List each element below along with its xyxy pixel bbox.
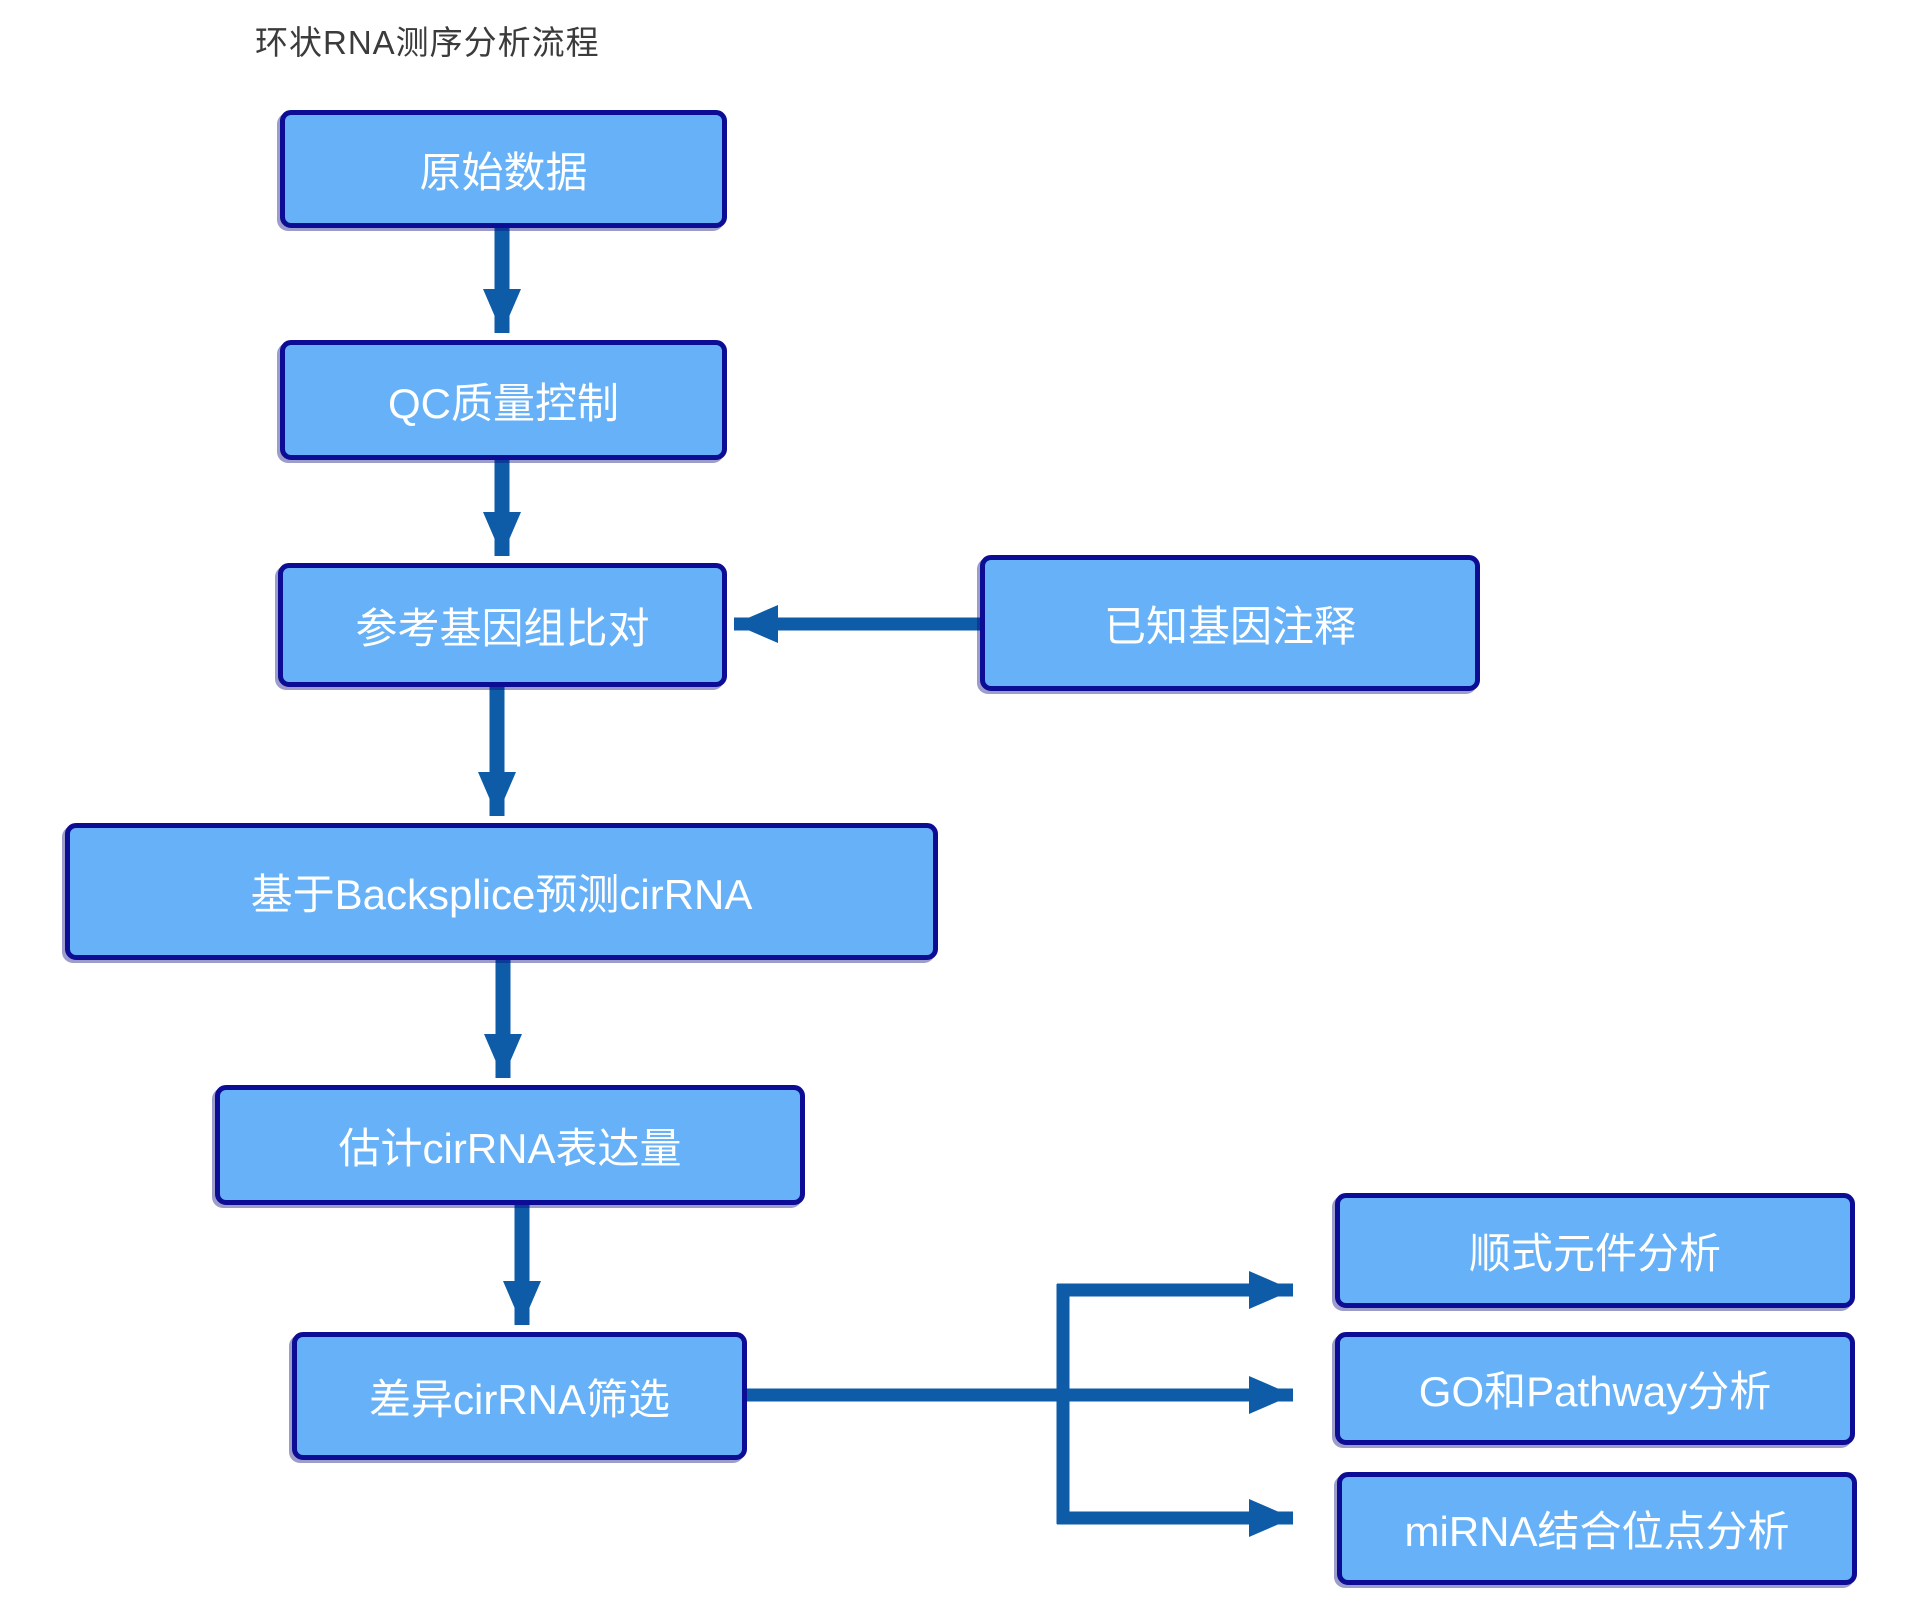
node-mirna-binding-site-analysis: miRNA结合位点分析 [1337, 1472, 1857, 1585]
node-align-label: 参考基因组比对 [355, 604, 650, 652]
node-raw-data-label: 原始数据 [419, 148, 588, 196]
node-cis-element-analysis: 顺式元件分析 [1335, 1193, 1855, 1308]
node-annotation-label: 已知基因注释 [1103, 602, 1356, 650]
node-differential-cirrna-screening: 差异cirRNA筛选 [292, 1332, 747, 1460]
node-qc-label: QC质量控制 [387, 379, 619, 427]
node-backsplice-prediction: 基于Backsplice预测cirRNA [65, 823, 938, 960]
diagram-title: 环状RNA测序分析流程 [255, 24, 600, 61]
node-qc-quality-control: QC质量控制 [280, 340, 727, 460]
node-diff-label: 差异cirRNA筛选 [369, 1375, 670, 1423]
node-raw-data: 原始数据 [280, 110, 727, 228]
node-mirna-label: miRNA结合位点分析 [1404, 1508, 1790, 1555]
node-cirrna-expression-estimation: 估计cirRNA表达量 [215, 1085, 805, 1205]
node-expression-label: 估计cirRNA表达量 [338, 1124, 682, 1172]
node-known-gene-annotation: 已知基因注释 [980, 555, 1480, 691]
node-reference-genome-alignment: 参考基因组比对 [278, 563, 727, 687]
node-backsplice-label: 基于Backsplice预测cirRNA [250, 871, 753, 918]
node-cis-label: 顺式元件分析 [1468, 1230, 1721, 1277]
connector-diff-branches [745, 1271, 1293, 1537]
node-go-pathway-analysis: GO和Pathway分析 [1335, 1332, 1855, 1445]
node-go-label: GO和Pathway分析 [1418, 1368, 1772, 1415]
